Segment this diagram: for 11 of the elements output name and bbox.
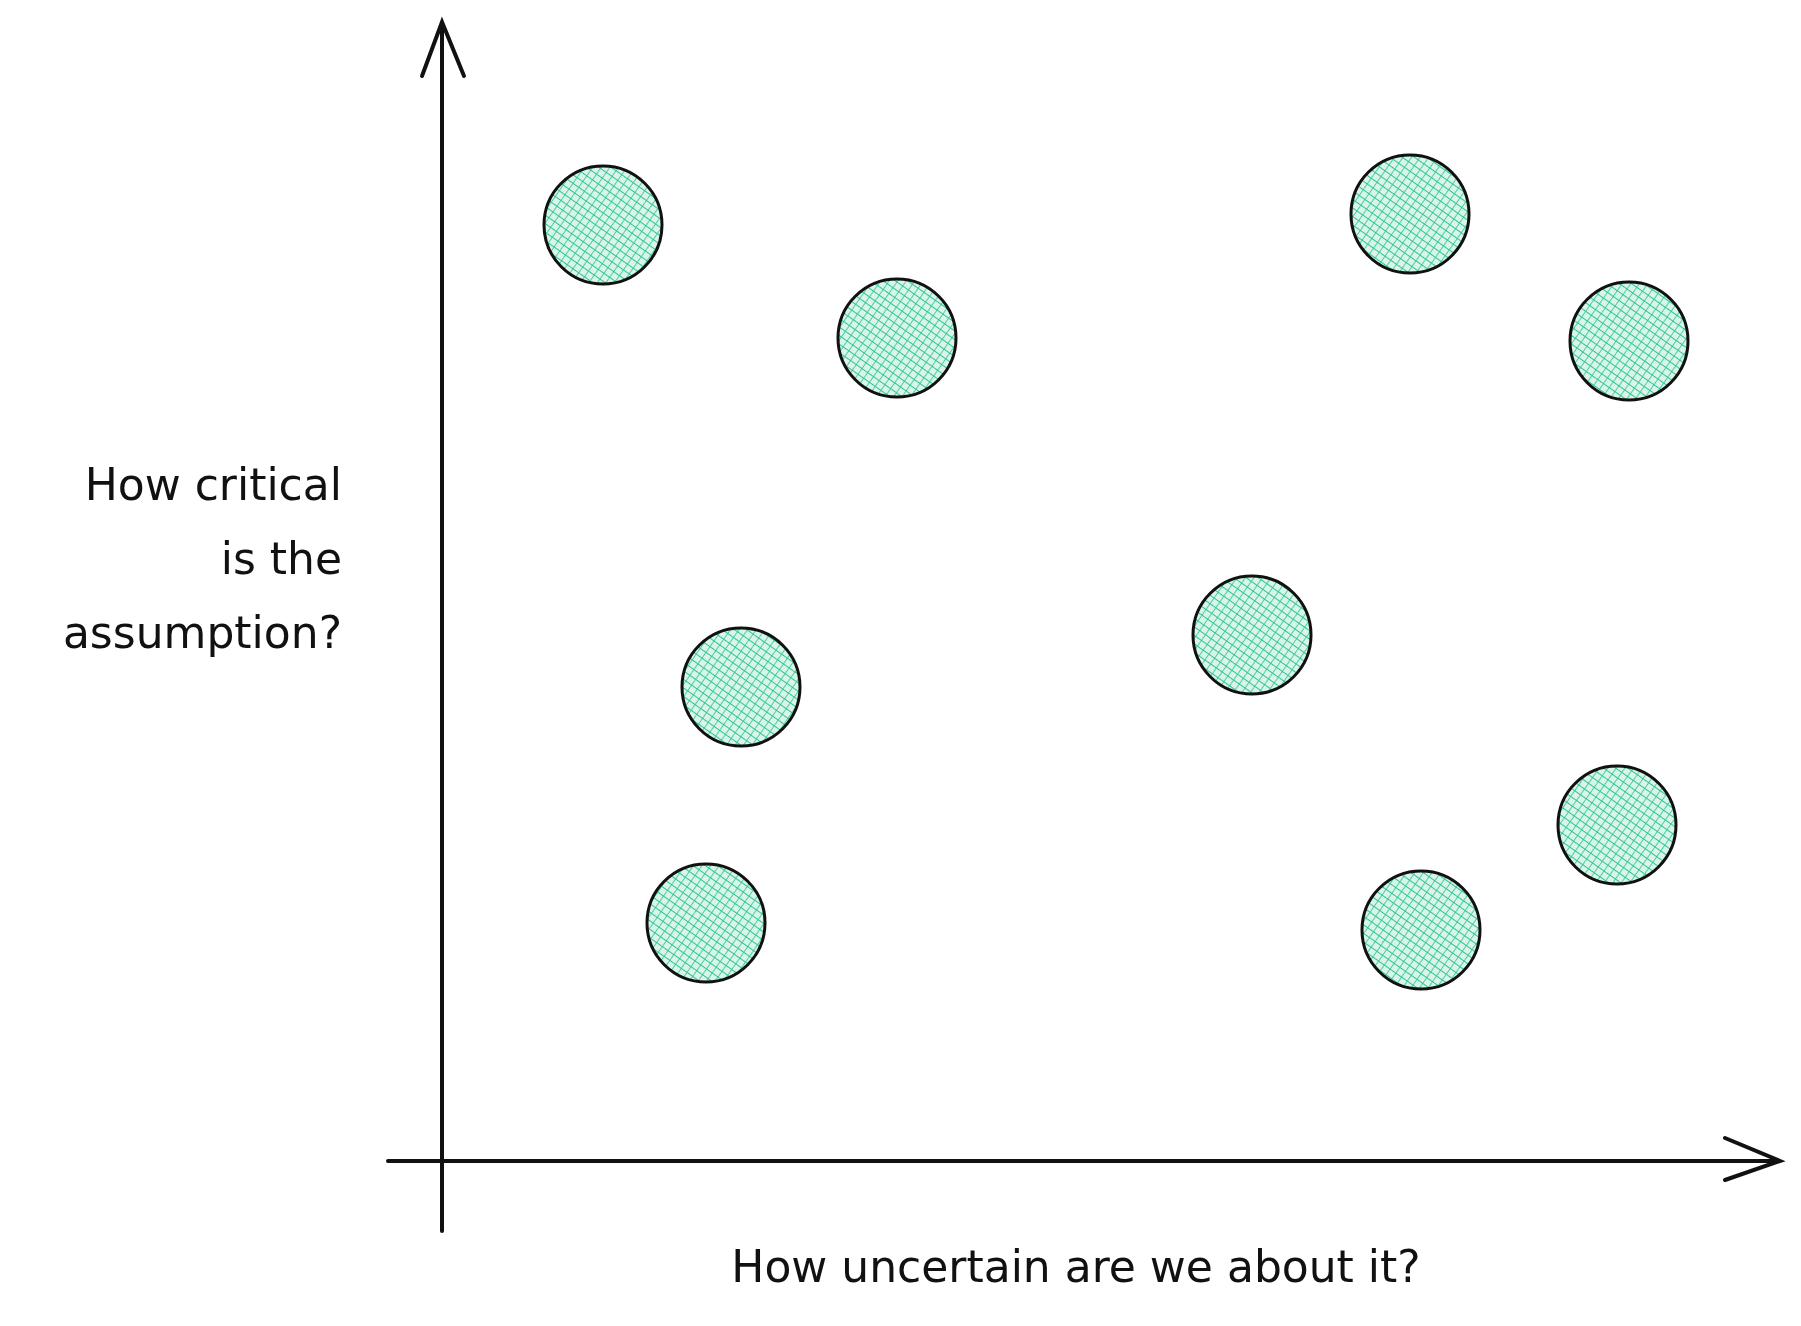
scatter-dot [680, 626, 802, 748]
x-axis-label: How uncertain are we about it? [730, 1240, 1422, 1294]
scatter-dot [1349, 153, 1471, 275]
scatter-dot [1556, 764, 1678, 886]
scatter-dot [1568, 280, 1690, 402]
scatter-dot [542, 164, 664, 286]
scatter-dot [1191, 574, 1313, 696]
scatter-dot [1360, 869, 1482, 991]
y-axis-label: How critical is the assumption? [62, 458, 342, 660]
scatter-dot [836, 277, 958, 399]
scatter-dot [645, 862, 767, 984]
